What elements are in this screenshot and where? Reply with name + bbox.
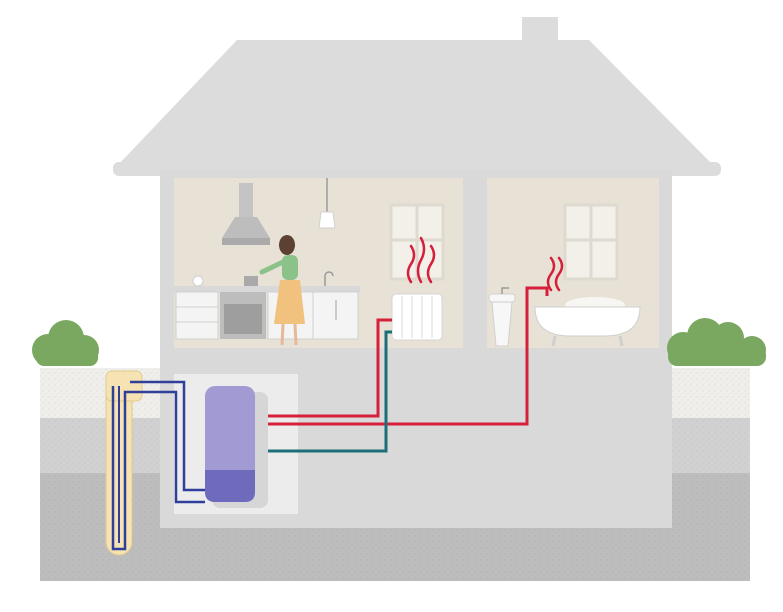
hot-water-pipes [255, 286, 549, 426]
cold-water-pipe [255, 330, 392, 453]
pendant-lamp-icon [318, 178, 336, 229]
heat-pump-tank-icon [205, 386, 268, 508]
range-hood-icon [222, 183, 270, 245]
person-cooking-icon [259, 235, 305, 346]
bathtub-icon [534, 297, 641, 347]
radiator-icon [391, 293, 443, 341]
roof [118, 40, 713, 165]
bush-icon [667, 318, 766, 366]
kitchen-window [389, 203, 445, 281]
heat-waves-icon [546, 256, 564, 292]
heat-waves-icon [406, 236, 436, 284]
bathroom-window [563, 203, 619, 281]
sink-icon [488, 287, 516, 347]
ground-loop-icon [105, 370, 205, 556]
kitchen [174, 178, 360, 346]
bush-icon [32, 320, 99, 366]
